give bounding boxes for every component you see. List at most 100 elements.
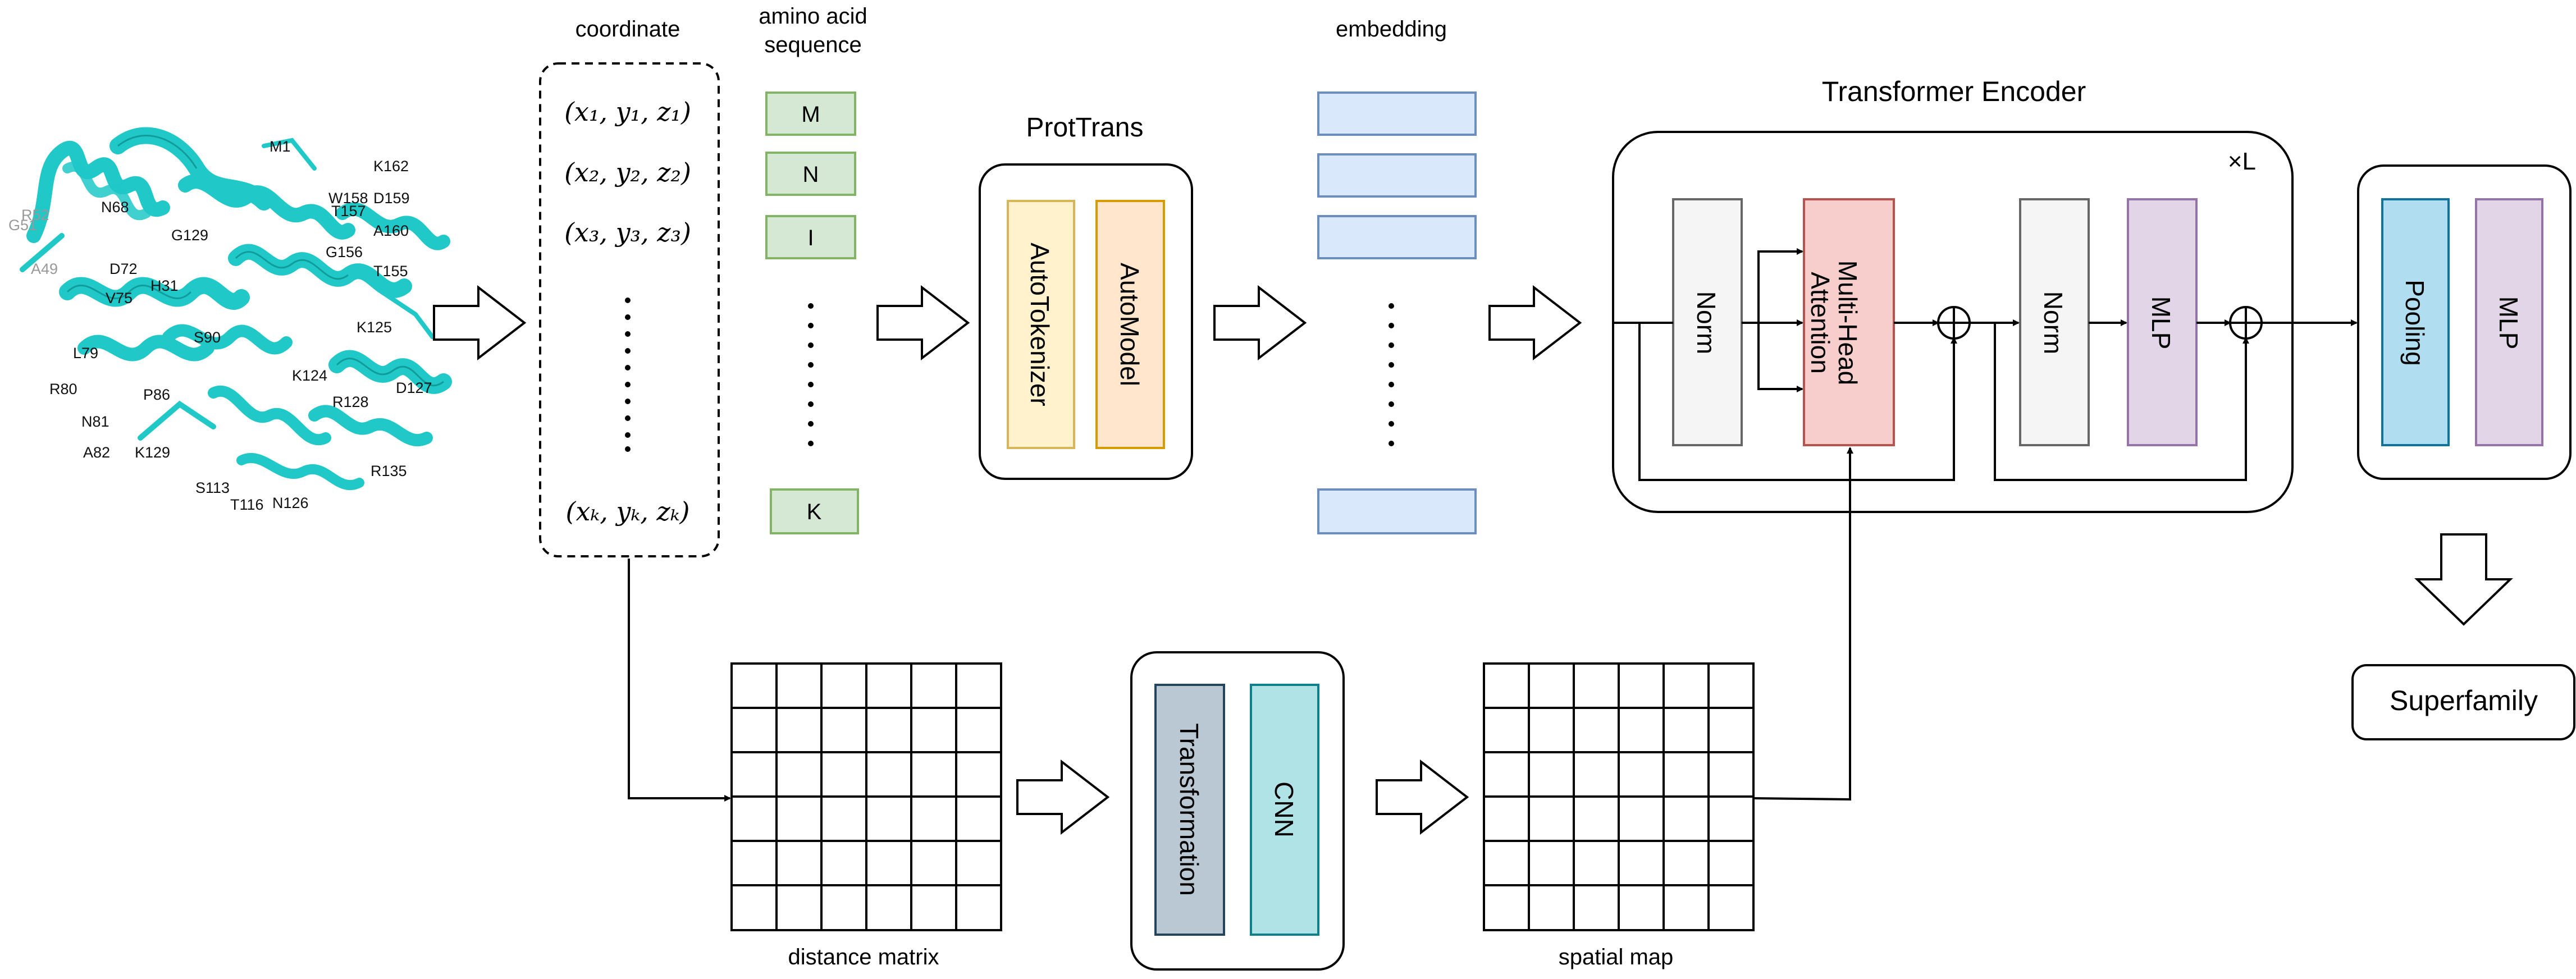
residue-label: G129 [171, 227, 208, 244]
sequence-token-box [770, 488, 859, 534]
norm-label-2: Norm [2039, 291, 2068, 354]
prottrans-title: ProtTrans [1026, 113, 1144, 143]
residue-label: D127 [396, 379, 432, 396]
spatial-map-grid [1483, 662, 1755, 931]
residue-label: S113 [195, 479, 230, 496]
automodel-label: AutoModel [1115, 263, 1144, 386]
layer-repeat-label: ×L [2228, 148, 2256, 175]
sequence-token-box [765, 152, 856, 196]
flow-arrow [1016, 759, 1110, 835]
flow-arrow [1376, 759, 1469, 835]
coordinate-entry: (xₖ, yₖ, zₖ) [566, 496, 690, 527]
embedding-ellipsis [1389, 303, 1394, 446]
residue-label: R135 [371, 463, 407, 479]
head-mlp-label: MLP [2494, 296, 2523, 350]
cnn-block [1250, 684, 1319, 936]
amino-acid-label-line2: sequence [764, 33, 861, 57]
residue-label: T116 [230, 496, 264, 513]
residue-label: A49 [31, 260, 58, 277]
embedding-vector [1317, 215, 1477, 259]
residue-label: W158 [328, 190, 368, 207]
sequence-token: M [801, 102, 820, 127]
pooling-label: Pooling [2400, 280, 2429, 365]
residue-label: P86 [143, 386, 170, 403]
flow-arrow [1213, 285, 1307, 361]
add-node-2 [2229, 306, 2263, 340]
residue-label: L79 [73, 345, 98, 362]
residue-label: R80 [49, 381, 77, 397]
spatial-map-label: spatial map [1559, 945, 1674, 969]
spatial-to-attention-arrow [1753, 447, 1853, 801]
distance-matrix-label: distance matrix [788, 945, 939, 969]
cnn-label: CNN [1269, 781, 1299, 838]
mlp-label: MLP [2146, 296, 2176, 350]
value-arrow [1757, 323, 1803, 392]
residue-label: K124 [292, 367, 327, 384]
transformer-encoder-title: Transformer Encoder [1822, 76, 2086, 107]
residue-label: D159 [373, 190, 410, 207]
sequence-ellipsis [808, 303, 814, 446]
norm-block-2 [2019, 198, 2090, 446]
residue-label: K129 [135, 444, 170, 461]
residue-label: A160 [373, 222, 409, 239]
autotokenizer-label: AutoTokenizer [1025, 243, 1054, 406]
residue-label: T155 [373, 263, 408, 280]
residue-label: K125 [357, 319, 392, 336]
autotokenizer-block [1007, 200, 1075, 449]
residue-label: G156 [326, 244, 363, 260]
residual-connection-1 [1638, 323, 1957, 481]
residue-label: V75 [106, 290, 133, 306]
sequence-token: I [807, 226, 814, 250]
pooling-block [2381, 198, 2450, 446]
residue-label: S90 [194, 329, 221, 346]
coordinate-ellipsis [625, 298, 631, 452]
flow-arrow [876, 285, 970, 361]
sequence-token-box [765, 215, 856, 259]
residue-label: N81 [81, 413, 109, 430]
mlp-block [2127, 198, 2198, 446]
coordinate-box [539, 62, 720, 557]
embedding-vector [1317, 488, 1477, 534]
amino-acid-label-line1: amino acid [759, 4, 867, 29]
residue-label: M1 [270, 138, 291, 155]
protein-structure-image: M1 K162 W158 D159 T157 A160 G156 T155 N6… [8, 127, 452, 513]
add-node-1 [1937, 306, 1971, 340]
residual-connection-2 [1994, 323, 2249, 481]
coordinate-entry: (x₃, y₃, z₃) [564, 217, 691, 248]
distance-matrix-grid [730, 662, 1002, 931]
residue-label: N126 [272, 495, 309, 511]
sequence-token-box [765, 92, 856, 136]
embedding-vector [1317, 92, 1477, 136]
residue-label: R52 [21, 207, 49, 223]
residue-label: D72 [109, 260, 138, 277]
superfamily-box [2351, 664, 2575, 740]
coordinate-label: coordinate [576, 17, 680, 42]
coordinate-entry: (x₂, y₂, z₂) [564, 157, 691, 187]
transformation-label: Transformation [1175, 723, 1204, 896]
residue-label: R128 [332, 394, 369, 410]
residue-label: G51 [8, 217, 37, 234]
attention-label-line1: Multi-Head [1833, 260, 1862, 385]
coordinate-entry: (x₁, y₁, z₁) [564, 97, 691, 127]
sequence-token: K [807, 500, 822, 524]
norm-label-1: Norm [1692, 291, 1721, 354]
flow-arrow [1488, 285, 1582, 361]
head-mlp-block [2475, 198, 2543, 446]
flow-arrow [433, 285, 527, 361]
coordinate-to-distance-arrow [628, 559, 731, 802]
embedding-vector [1317, 153, 1477, 198]
query-arrow [1757, 248, 1803, 323]
residue-label: A82 [83, 444, 110, 461]
residue-label: N68 [101, 199, 129, 216]
superfamily-label: Superfamily [2390, 685, 2538, 716]
residue-label: H31 [150, 277, 179, 294]
automodel-block [1095, 200, 1165, 449]
sequence-token: N [803, 162, 819, 187]
attention-label-line2: Attention [1806, 272, 1835, 374]
residue-label: T157 [331, 203, 366, 219]
residue-label: K162 [373, 158, 409, 175]
transformation-block [1154, 684, 1225, 936]
flow-arrow-down [2414, 533, 2513, 626]
embedding-label: embedding [1336, 17, 1447, 42]
